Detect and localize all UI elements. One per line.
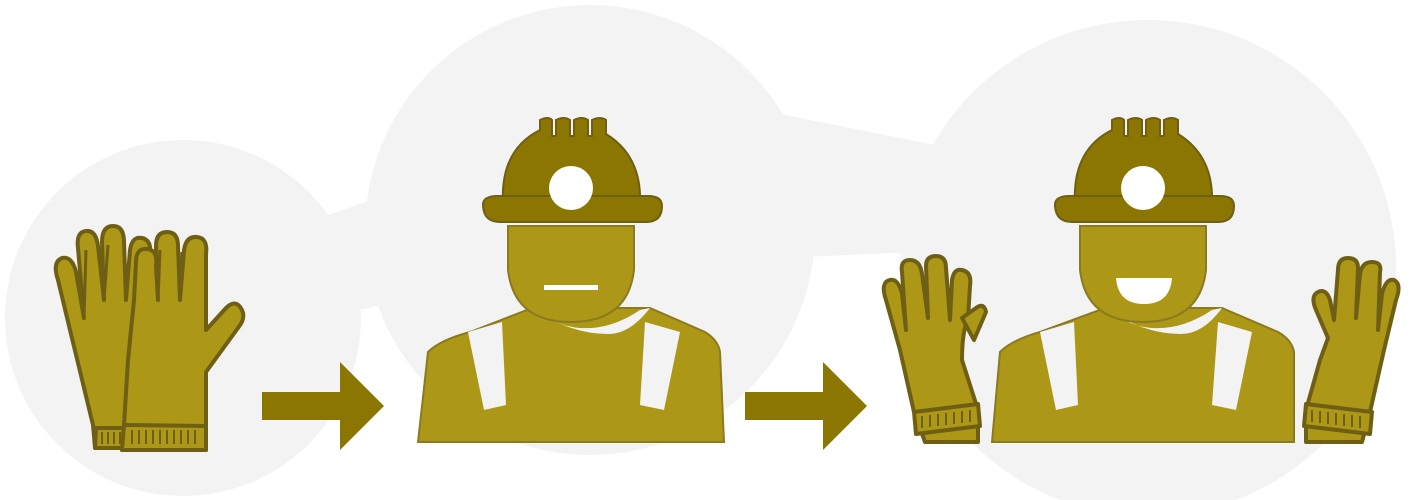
worker-head bbox=[1080, 226, 1206, 322]
right-arrow-icon bbox=[745, 362, 867, 450]
worker-head bbox=[508, 226, 634, 322]
blob-bridge-right bbox=[760, 110, 960, 258]
helmet-lamp-icon bbox=[1121, 166, 1165, 210]
helmet-lamp-icon bbox=[549, 166, 593, 210]
neutral-mouth bbox=[544, 285, 598, 290]
